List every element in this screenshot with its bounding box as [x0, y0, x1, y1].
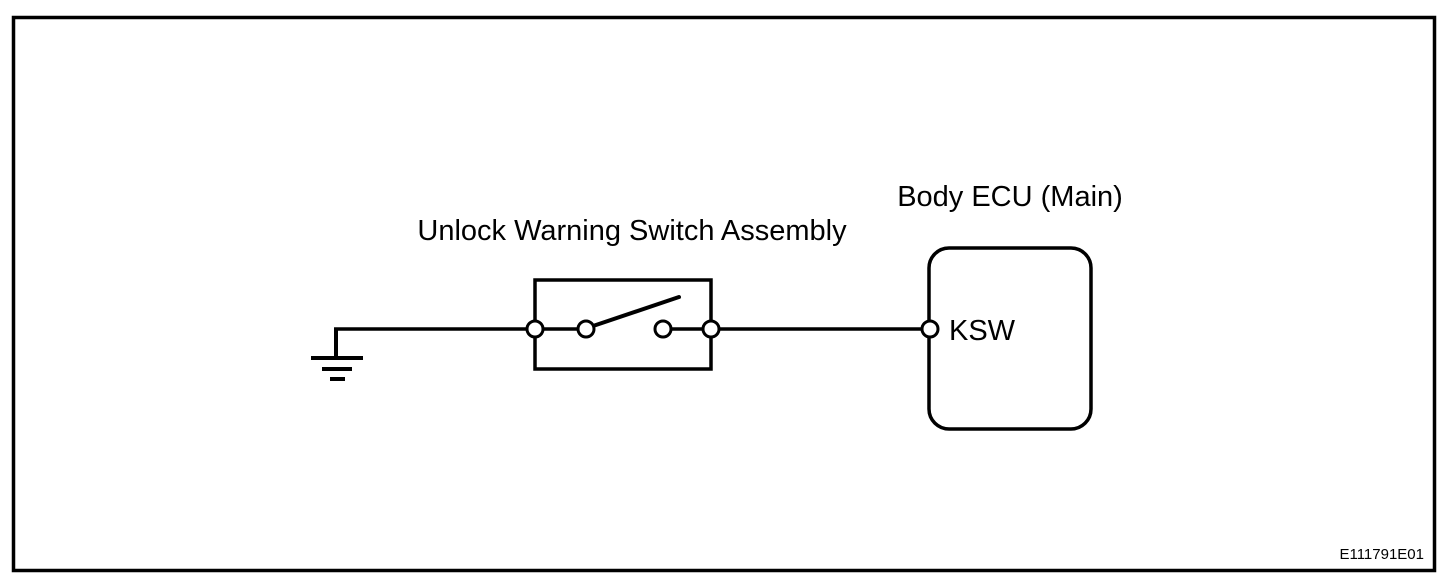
- switch-blade: [591, 295, 681, 328]
- switch-contact-left: [576, 319, 596, 339]
- ecu-label: Body ECU (Main): [897, 181, 1123, 213]
- ecu-terminal-ksw: [920, 319, 940, 339]
- ecu-terminal-label: KSW: [949, 315, 1016, 347]
- switch-terminal-right-outer: [701, 319, 721, 339]
- diagram-border: [11, 15, 1437, 573]
- body-ecu-box: [927, 246, 1093, 431]
- switch-contact-right: [653, 319, 673, 339]
- switch-assembly-label: Unlock Warning Switch Assembly: [417, 215, 847, 247]
- switch-assembly-box: [533, 278, 713, 371]
- figure-code: E111791E01: [1339, 546, 1424, 563]
- switch-terminal-left-outer: [525, 319, 545, 339]
- terminals: [525, 319, 940, 339]
- ground-symbol: [311, 329, 363, 381]
